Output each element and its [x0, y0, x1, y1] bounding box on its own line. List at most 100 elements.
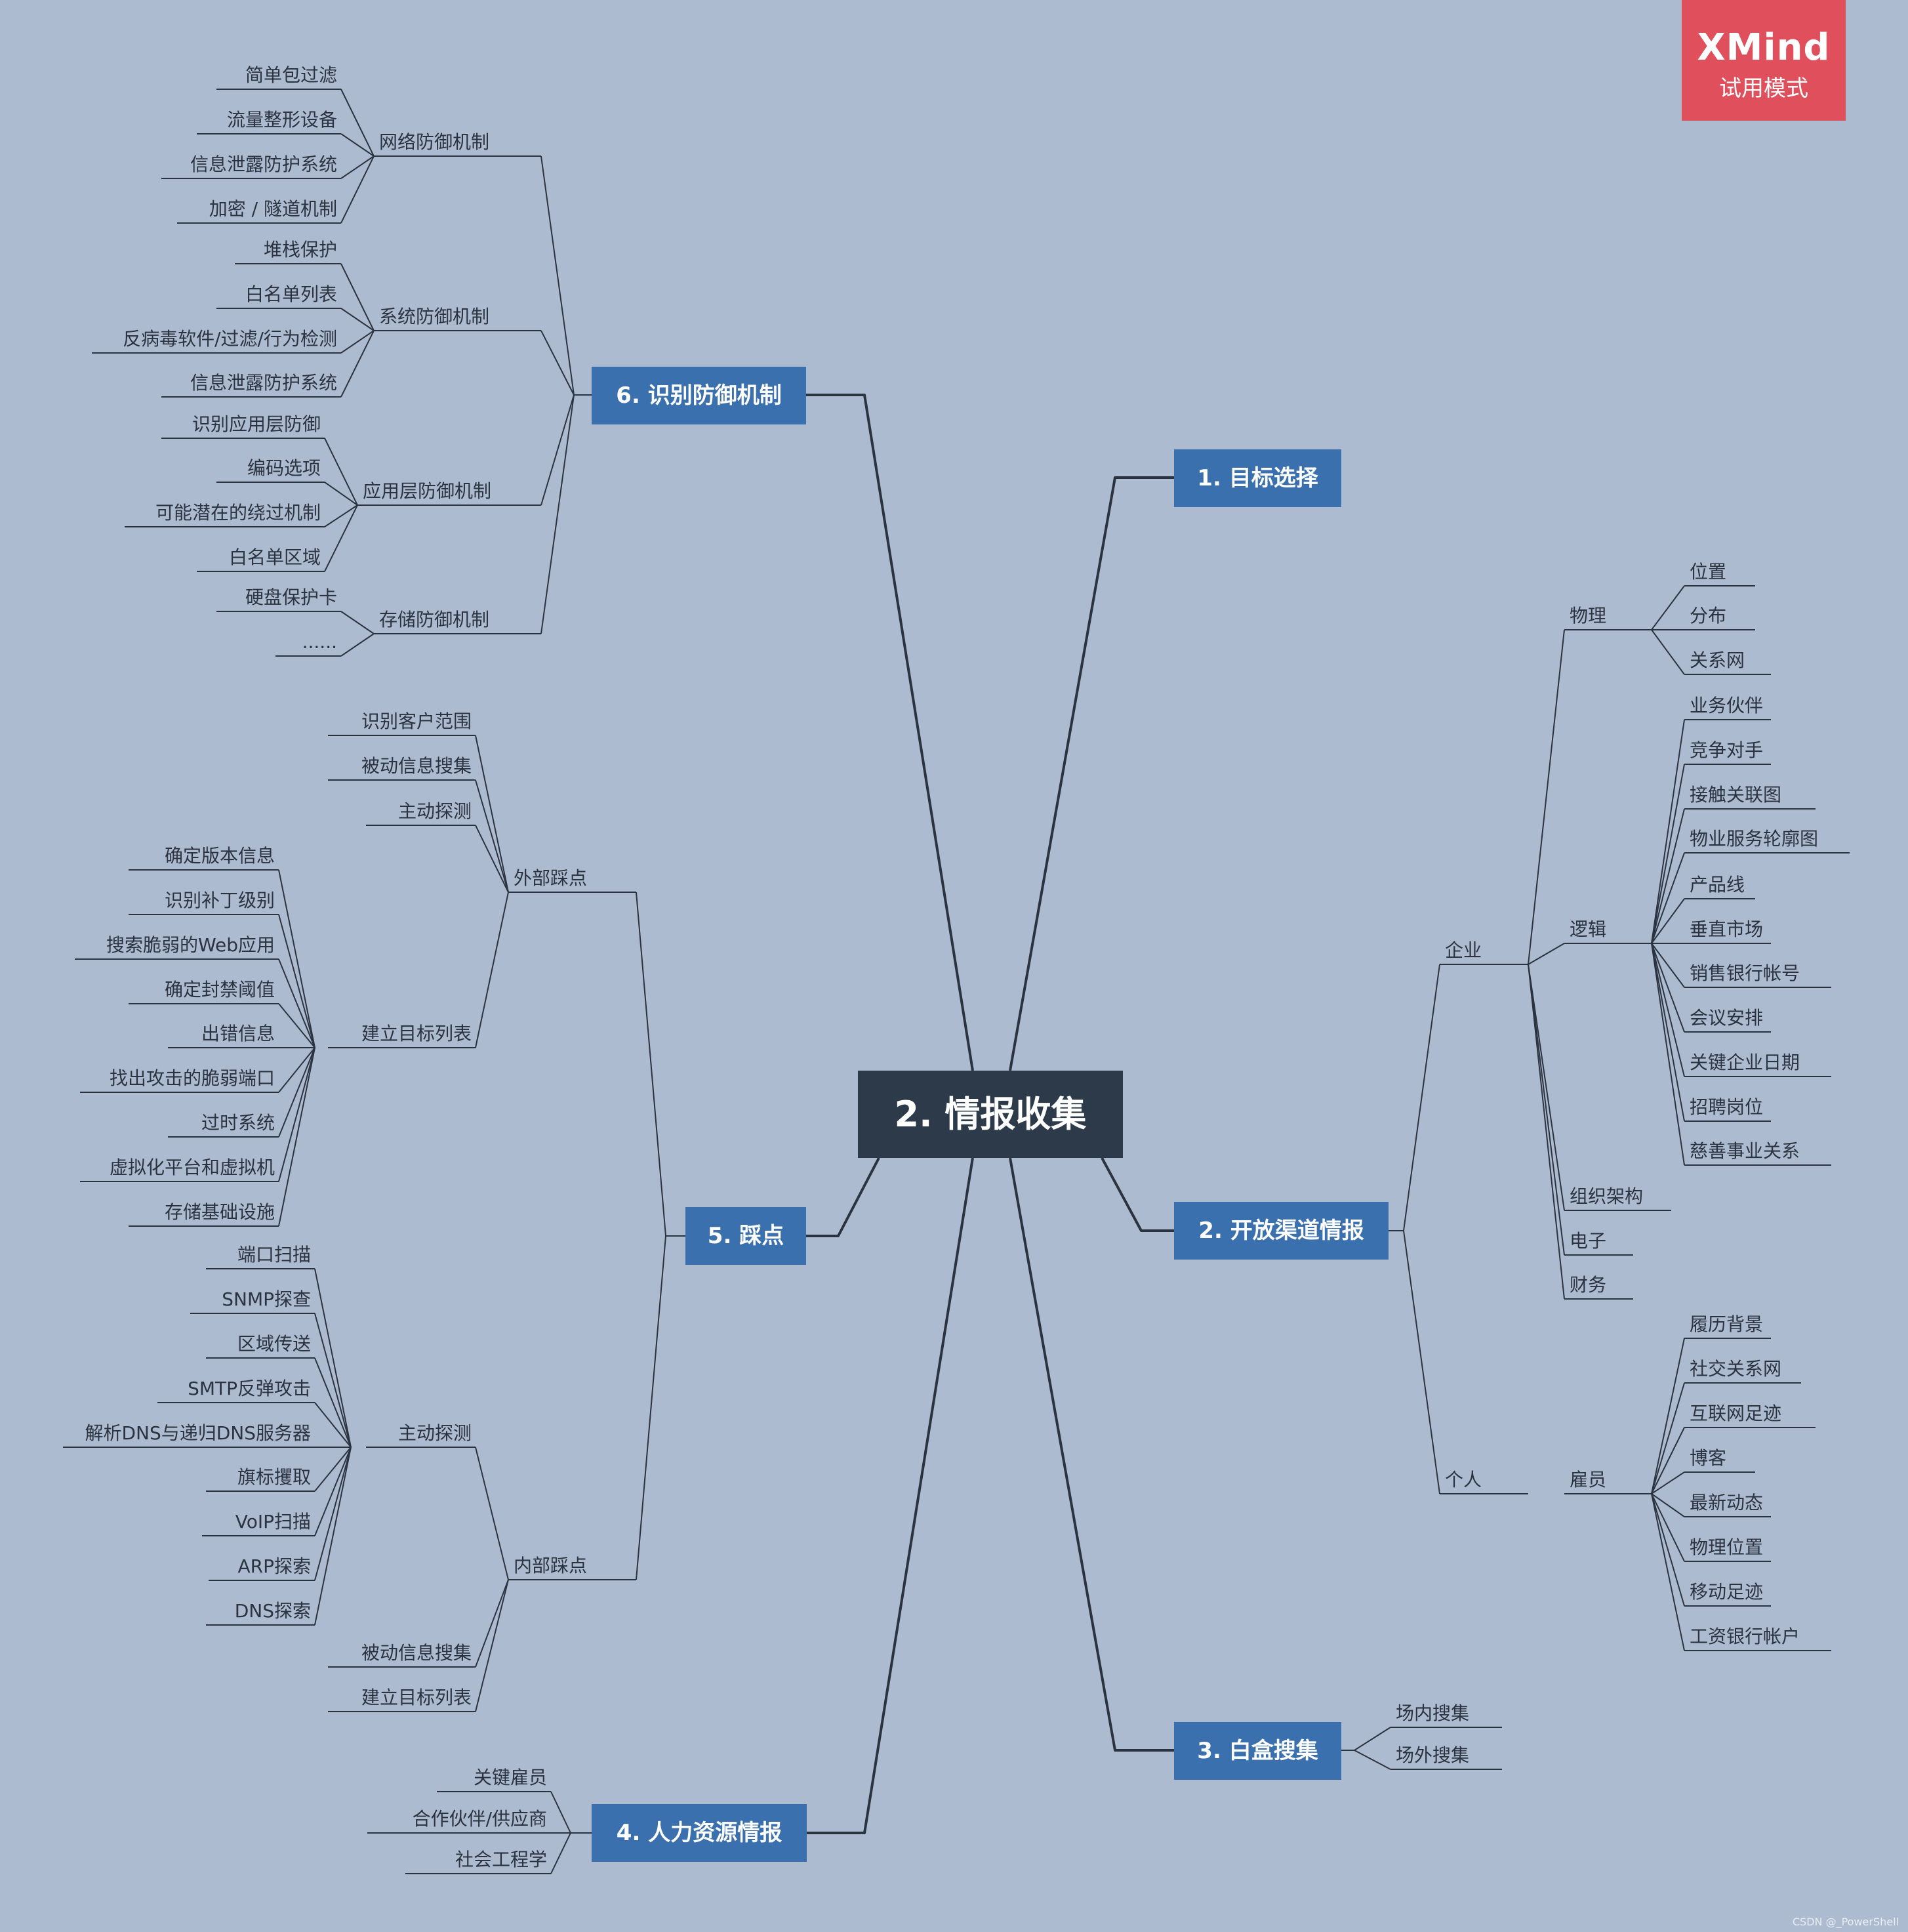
- node-yy2[interactable]: 编码选项: [247, 457, 321, 479]
- node-bdxx1[interactable]: 被动信息搜集: [361, 755, 472, 777]
- node-guanxiwang[interactable]: 关系网: [1690, 649, 1745, 671]
- node-wl3[interactable]: 信息泄露防护系统: [190, 154, 337, 175]
- node-cc1[interactable]: 硬盘保护卡: [245, 586, 337, 608]
- node-wl4[interactable]: 加密 / 隧道机制: [209, 198, 337, 220]
- branch-line-t2: [1101, 1157, 1174, 1232]
- node-dianzi[interactable]: 电子: [1570, 1230, 1606, 1252]
- topic-t1[interactable]: 1. 目标选择: [1174, 449, 1341, 507]
- node-h3[interactable]: 社会工程学: [455, 1849, 547, 1870]
- node-yy[interactable]: 应用层防御机制: [363, 480, 491, 502]
- node-guyuan[interactable]: 雇员: [1570, 1469, 1606, 1490]
- node-xt3[interactable]: 反病毒软件/过滤/行为检测: [123, 328, 337, 350]
- node-l5[interactable]: 产品线: [1690, 874, 1745, 895]
- node-p5[interactable]: 解析DNS与递归DNS服务器: [85, 1422, 311, 1444]
- node-e6[interactable]: 物理位置: [1690, 1536, 1763, 1558]
- node-l8[interactable]: 会议安排: [1690, 1007, 1763, 1029]
- node-caiwu[interactable]: 财务: [1570, 1274, 1606, 1296]
- node-l9[interactable]: 关键企业日期: [1690, 1052, 1800, 1073]
- node-l6[interactable]: 垂直市场: [1690, 918, 1763, 940]
- node-e8[interactable]: 工资银行帐户: [1690, 1626, 1800, 1647]
- node-yy1[interactable]: 识别应用层防御: [192, 413, 321, 435]
- node-l11[interactable]: 慈善事业关系: [1690, 1140, 1800, 1162]
- node-p6[interactable]: 旗标攫取: [237, 1466, 311, 1488]
- node-m9[interactable]: 存储基础设施: [165, 1201, 275, 1223]
- node-zdtc2[interactable]: 主动探测: [398, 1422, 472, 1444]
- node-jlmb2[interactable]: 建立目标列表: [361, 1687, 472, 1708]
- node-zdtc1[interactable]: 主动探测: [398, 800, 472, 822]
- fan-connector: [1651, 943, 1685, 1033]
- node-l7[interactable]: 销售银行帐号: [1690, 962, 1800, 984]
- node-l10[interactable]: 招聘岗位: [1690, 1096, 1763, 1118]
- branch-line-t3: [1009, 1157, 1174, 1752]
- node-l4[interactable]: 物业服务轮廓图: [1690, 828, 1818, 850]
- node-e5[interactable]: 最新动态: [1690, 1492, 1763, 1513]
- node-cn[interactable]: 场内搜集: [1396, 1702, 1469, 1724]
- node-luoji[interactable]: 逻辑: [1570, 918, 1606, 940]
- node-yy4[interactable]: 白名单区域: [229, 546, 321, 568]
- node-wl1[interactable]: 简单包过滤: [245, 64, 337, 86]
- node-p4[interactable]: SMTP反弹攻击: [188, 1378, 311, 1399]
- central-topic-box: [858, 1071, 1123, 1158]
- node-xt2[interactable]: 白名单列表: [245, 283, 337, 305]
- topic-t6[interactable]: 6. 识别防御机制: [592, 367, 806, 424]
- fan-connector: [1389, 964, 1440, 1231]
- node-cw[interactable]: 场外搜集: [1396, 1744, 1469, 1766]
- node-p3[interactable]: 区域传送: [237, 1333, 311, 1355]
- node-p7[interactable]: VoIP扫描: [235, 1511, 311, 1532]
- node-e4[interactable]: 博客: [1690, 1447, 1726, 1469]
- node-xt[interactable]: 系统防御机制: [379, 306, 489, 327]
- fan-connector: [324, 482, 358, 506]
- node-wbcd[interactable]: 外部踩点: [514, 867, 587, 889]
- node-yy3[interactable]: 可能潜在的绕过机制: [155, 502, 321, 524]
- node-e3[interactable]: 互联网足迹: [1690, 1403, 1781, 1424]
- node-l1[interactable]: 业务伙伴: [1690, 695, 1763, 716]
- node-m1[interactable]: 确定版本信息: [165, 845, 275, 867]
- node-xt4[interactable]: 信息泄露防护系统: [190, 372, 337, 394]
- node-zuzhi[interactable]: 组织架构: [1570, 1185, 1643, 1207]
- node-h1[interactable]: 关键雇员: [474, 1767, 547, 1788]
- node-sbkh[interactable]: 识别客户范围: [361, 710, 472, 732]
- node-qiye[interactable]: 企业: [1445, 939, 1482, 961]
- node-m4[interactable]: 确定封禁阈值: [165, 979, 275, 1000]
- fan-connector: [1651, 1493, 1685, 1517]
- fan-connector: [1341, 1727, 1391, 1751]
- node-p9[interactable]: DNS探索: [235, 1600, 311, 1622]
- node-e1[interactable]: 履历背景: [1690, 1313, 1763, 1335]
- connector-lines: [63, 89, 1850, 1874]
- node-m3[interactable]: 搜索脆弱的Web应用: [106, 934, 275, 956]
- node-h2[interactable]: 合作伙伴/供应商: [413, 1808, 547, 1830]
- node-wuli[interactable]: 物理: [1570, 605, 1606, 627]
- node-wl[interactable]: 网络防御机制: [379, 131, 489, 153]
- node-xt1[interactable]: 堆栈保护: [264, 239, 337, 260]
- fan-connector: [324, 438, 358, 506]
- node-wl2[interactable]: 流量整形设备: [227, 109, 337, 131]
- node-p8[interactable]: ARP探索: [238, 1555, 312, 1577]
- node-weizhi[interactable]: 位置: [1690, 561, 1726, 583]
- node-cc[interactable]: 存储防御机制: [379, 609, 489, 630]
- node-jlmb1[interactable]: 建立目标列表: [361, 1023, 472, 1044]
- fan-connector: [1651, 943, 1685, 1166]
- topic-t2[interactable]: 2. 开放渠道情报: [1174, 1202, 1389, 1260]
- node-e2[interactable]: 社交关系网: [1690, 1358, 1781, 1380]
- node-nbcd[interactable]: 内部踩点: [514, 1555, 587, 1576]
- fan-connector: [540, 394, 592, 634]
- topic-t4[interactable]: 4. 人力资源情报: [592, 1804, 807, 1862]
- node-m5[interactable]: 出错信息: [201, 1023, 275, 1044]
- node-geren[interactable]: 个人: [1445, 1469, 1482, 1490]
- node-l2[interactable]: 竞争对手: [1690, 739, 1763, 761]
- node-m7[interactable]: 过时系统: [201, 1112, 275, 1134]
- node-m8[interactable]: 虚拟化平台和虚拟机: [110, 1157, 275, 1178]
- central-topic[interactable]: 2. 情报收集: [858, 1071, 1123, 1158]
- node-e7[interactable]: 移动足迹: [1690, 1581, 1763, 1603]
- fan-connector: [1389, 1230, 1440, 1494]
- node-fenbu[interactable]: 分布: [1690, 605, 1726, 627]
- node-cc2[interactable]: ......: [302, 631, 337, 653]
- node-bdxx2[interactable]: 被动信息搜集: [361, 1642, 472, 1664]
- node-l3[interactable]: 接触关联图: [1690, 784, 1781, 806]
- topic-t3[interactable]: 3. 白盒搜集: [1174, 1722, 1341, 1780]
- node-p2[interactable]: SNMP探查: [222, 1288, 311, 1310]
- node-m6[interactable]: 找出攻击的脆弱端口: [110, 1067, 275, 1089]
- node-m2[interactable]: 识别补丁级别: [165, 890, 275, 911]
- topic-t5[interactable]: 5. 踩点: [685, 1207, 806, 1265]
- node-p1[interactable]: 端口扫描: [237, 1244, 311, 1265]
